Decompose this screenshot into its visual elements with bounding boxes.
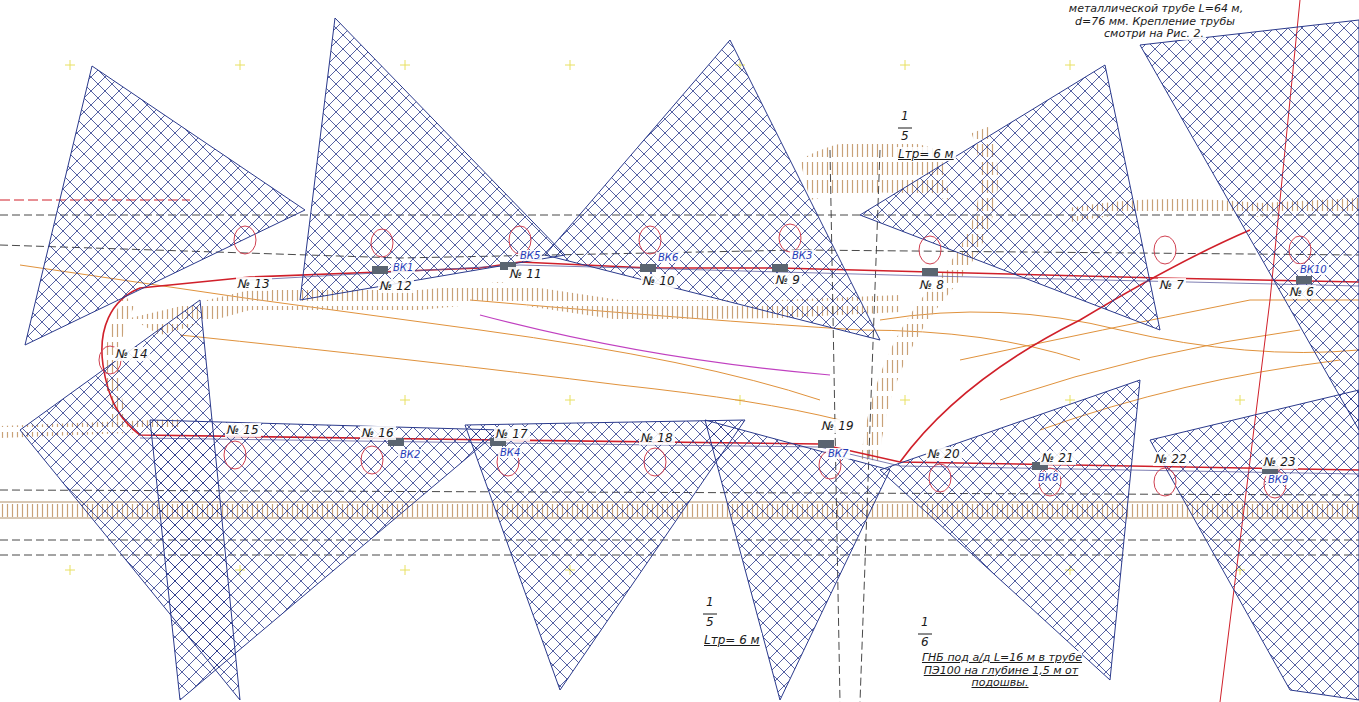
pipe-length-text: Lтр= 6 м <box>896 147 956 161</box>
pole-number-text: № 13 <box>236 277 272 291</box>
fraction-part-text: 6 <box>919 635 931 649</box>
pole-number: № 8 <box>918 279 946 293</box>
pole-number-text: № 12 <box>378 279 414 293</box>
well-label: ВК4 <box>498 447 522 459</box>
well-label-text: ВК3 <box>790 250 814 261</box>
fraction-part: 1 <box>899 110 911 124</box>
pole-number-text: № 9 <box>774 273 802 287</box>
fraction-part: 5 <box>704 616 716 630</box>
well-label-text: ВК6 <box>656 252 680 263</box>
well-label-text: ВК8 <box>1036 472 1060 483</box>
pole-number: № 16 <box>360 427 396 441</box>
fraction-part-text: 5 <box>899 129 911 143</box>
fraction-part: 1 <box>704 596 716 610</box>
well-label-text: ВК10 <box>1298 264 1329 275</box>
pole-number: № 21 <box>1040 452 1076 466</box>
pole-number: № 13 <box>236 278 272 292</box>
pole-number-text: № 21 <box>1040 451 1076 465</box>
fraction-part: 5 <box>899 130 911 144</box>
pole-number-text: № 8 <box>918 278 946 292</box>
pole-number: № 12 <box>378 280 414 294</box>
pipe-length: Lтр= 6 м <box>702 634 762 648</box>
well-label-text: ВК4 <box>498 447 522 458</box>
pipe-length: Lтр= 6 м <box>896 148 956 162</box>
well-label: ВК8 <box>1036 472 1060 484</box>
well-label: ВК7 <box>826 448 850 460</box>
fraction-part-text: 1 <box>899 109 911 123</box>
pole-number: № 10 <box>641 275 677 289</box>
note-text-text: ГНБ под а/д L=16 м в трубе ПЭ100 на глуб… <box>920 651 1082 689</box>
pole-number-text: № 16 <box>360 426 396 440</box>
fraction-part: 1 <box>919 616 931 630</box>
pole-number: № 19 <box>820 420 856 434</box>
well-label-text: ВК9 <box>1266 474 1290 485</box>
pole-number-text: № 14 <box>114 347 150 361</box>
well-label: ВК3 <box>790 250 814 262</box>
pole-number: № 6 <box>1288 286 1316 300</box>
fraction-part-text: 1 <box>919 615 931 629</box>
well-label: ВК9 <box>1266 474 1290 486</box>
well-label-text: ВК7 <box>826 448 850 459</box>
pole-number-text: № 15 <box>225 423 261 437</box>
pole-number-text: № 23 <box>1262 455 1298 469</box>
pole-number: № 20 <box>926 448 962 462</box>
pole-number: № 23 <box>1262 456 1298 470</box>
pipe-length-text: Lтр= 6 м <box>702 633 762 647</box>
pole-number-text: № 11 <box>508 267 544 281</box>
pole-number-text: № 19 <box>820 419 856 433</box>
fraction-part-text: 1 <box>704 595 716 609</box>
pole-number: № 9 <box>774 274 802 288</box>
well-label: ВК2 <box>398 449 422 461</box>
well-label: ВК5 <box>518 250 542 262</box>
pole-number: № 11 <box>508 268 544 282</box>
pole-number-text: № 22 <box>1153 452 1189 466</box>
pole-number: № 7 <box>1158 279 1186 293</box>
note-text: ГНБ под а/д L=16 м в трубе ПЭ100 на глуб… <box>916 652 1086 690</box>
pole-number: № 22 <box>1153 453 1189 467</box>
pole-number: № 18 <box>639 432 675 446</box>
note-text-text: металлической трубе L=64 м, d=76 мм. Кре… <box>1067 2 1243 40</box>
fraction-part: 6 <box>919 636 931 650</box>
pole-number-text: № 17 <box>494 427 530 441</box>
well-label: ВК1 <box>391 262 415 274</box>
pole-number: № 14 <box>114 348 150 362</box>
well-label-text: ВК1 <box>391 262 415 273</box>
note-text: металлической трубе L=64 м, d=76 мм. Кре… <box>1060 3 1250 41</box>
pole-number-text: № 7 <box>1158 278 1186 292</box>
fraction-part-text: 5 <box>704 615 716 629</box>
well-label-text: ВК2 <box>398 449 422 460</box>
pole-number: № 17 <box>494 428 530 442</box>
pole-number-text: № 20 <box>926 447 962 461</box>
well-label: ВК10 <box>1298 264 1329 276</box>
pole-number: № 15 <box>225 424 261 438</box>
well-label: ВК6 <box>656 252 680 264</box>
pole-number-text: № 18 <box>639 431 675 445</box>
pole-number-text: № 6 <box>1288 285 1316 299</box>
pole-number-text: № 10 <box>641 274 677 288</box>
well-label-text: ВК5 <box>518 250 542 261</box>
